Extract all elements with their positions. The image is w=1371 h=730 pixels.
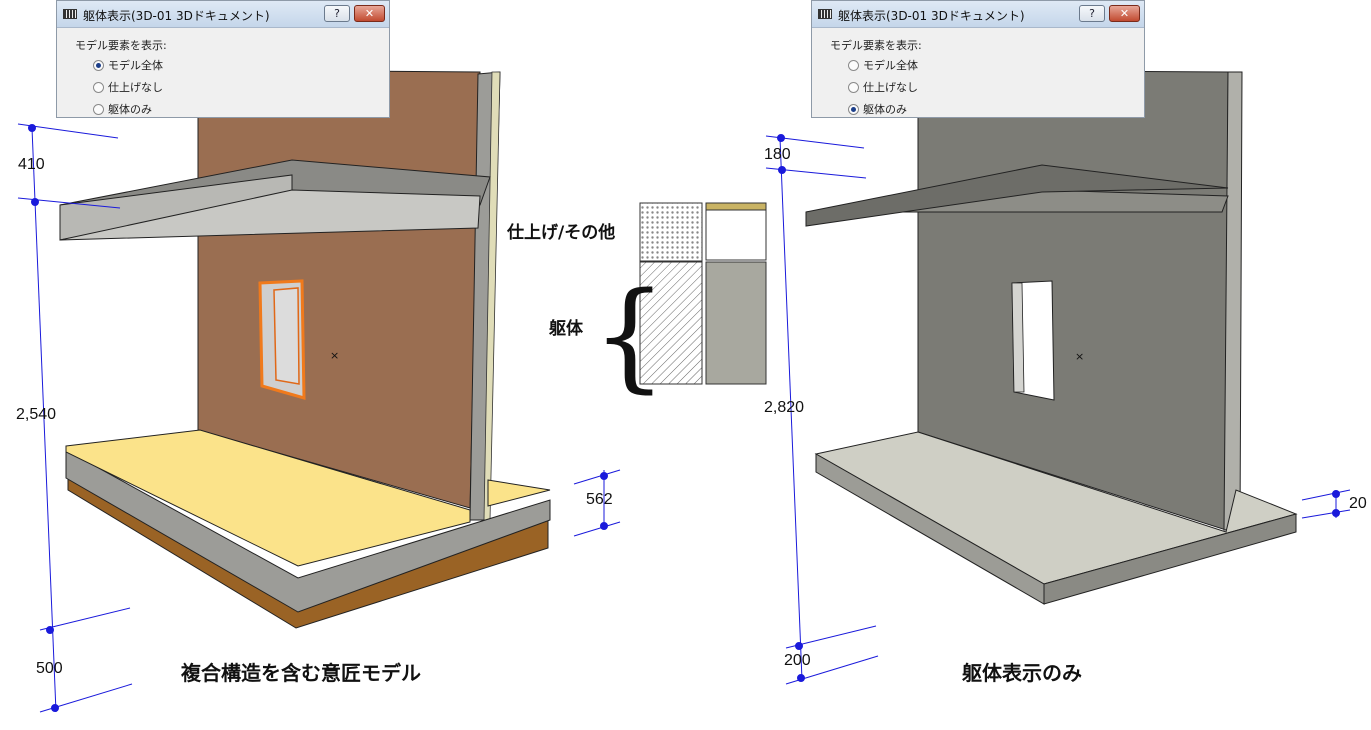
floor-core <box>65 449 551 613</box>
dialog-titlebar[interactable]: 躯体表示(3D-01 3Dドキュメント) ? ✕ <box>57 1 389 28</box>
dim-height-left: 2,540 <box>16 406 57 423</box>
legend-structure-color <box>705 261 767 385</box>
structure-display-icon <box>818 9 832 19</box>
radio-label: 躯体のみ <box>863 103 907 116</box>
dim-top-left: 410 <box>18 156 45 173</box>
radio-label: 仕上げなし <box>108 81 163 94</box>
help-button[interactable]: ? <box>1079 5 1105 22</box>
floor-finish <box>65 429 471 567</box>
radio-icon[interactable] <box>848 60 859 71</box>
legend-structure-pattern <box>639 261 703 385</box>
architectural-model-left[interactable]: × <box>59 69 551 629</box>
window-glass <box>273 287 300 385</box>
dim-height-right: 2,820 <box>764 399 805 416</box>
legend-structure-label: 躯体 <box>549 319 583 339</box>
canopy-underside <box>59 189 481 241</box>
floor-finish-right <box>487 479 551 507</box>
radio-structure-only[interactable]: 躯体のみ <box>93 101 152 117</box>
canopy-front <box>805 164 1229 227</box>
radio-entire-model[interactable]: モデル全体 <box>848 57 918 73</box>
radio-label: モデル全体 <box>863 59 918 72</box>
radio-without-finish[interactable]: 仕上げなし <box>93 79 163 95</box>
caption-right: 躯体表示のみ <box>962 661 1082 685</box>
radio-label: モデル全体 <box>108 59 163 72</box>
display-structure-dialog-right[interactable]: 躯体表示(3D-01 3Dドキュメント) ? ✕ モデル要素を表示: モデル全体… <box>811 0 1145 118</box>
legend-finish-label: 仕上げ/その他 <box>507 223 616 243</box>
window-reveal <box>1011 282 1025 393</box>
dim-bottom-right: 200 <box>784 652 811 669</box>
structure-display-icon <box>63 9 77 19</box>
dim-floor-right: 20 <box>1349 495 1367 512</box>
legend-finish-white <box>705 209 767 261</box>
close-button[interactable]: ✕ <box>354 5 385 22</box>
floor-slab-side <box>1043 513 1297 605</box>
legend-finish-color <box>705 202 767 211</box>
radio-entire-model[interactable]: モデル全体 <box>93 57 163 73</box>
radio-selected-icon[interactable] <box>93 60 104 71</box>
group-label: モデル要素を表示: <box>830 39 922 52</box>
help-button[interactable]: ? <box>324 5 350 22</box>
dimension-chain-left <box>17 123 621 713</box>
group-label: モデル要素を表示: <box>75 39 167 52</box>
legend-brace: { <box>592 266 667 404</box>
dim-top-right: 180 <box>764 146 791 163</box>
radio-icon[interactable] <box>93 82 104 93</box>
center-marker: × <box>330 349 339 362</box>
legend-finish-pattern <box>639 202 703 262</box>
close-button[interactable]: ✕ <box>1109 5 1140 22</box>
dialog-title: 躯体表示(3D-01 3Dドキュメント) <box>838 9 1025 23</box>
radio-selected-icon[interactable] <box>848 104 859 115</box>
layer-legend: { <box>592 202 767 404</box>
radio-icon[interactable] <box>848 82 859 93</box>
display-structure-dialog-left[interactable]: 躯体表示(3D-01 3Dドキュメント) ? ✕ モデル要素を表示: モデル全体… <box>56 0 390 118</box>
radio-structure-only[interactable]: 躯体のみ <box>848 101 907 117</box>
structure-model-right[interactable]: × <box>805 69 1298 605</box>
dim-bottom-left: 500 <box>36 660 63 677</box>
dialog-title: 躯体表示(3D-01 3Dドキュメント) <box>83 9 270 23</box>
radio-label: 躯体のみ <box>108 103 152 116</box>
dimension-chain-right <box>765 134 1351 685</box>
center-marker: × <box>1075 350 1084 363</box>
radio-icon[interactable] <box>93 104 104 115</box>
dialog-titlebar[interactable]: 躯体表示(3D-01 3Dドキュメント) ? ✕ <box>812 1 1144 28</box>
caption-left: 複合構造を含む意匠モデル <box>181 661 421 685</box>
radio-label: 仕上げなし <box>863 81 918 94</box>
radio-without-finish[interactable]: 仕上げなし <box>848 79 918 95</box>
dim-floor-left: 562 <box>586 491 613 508</box>
